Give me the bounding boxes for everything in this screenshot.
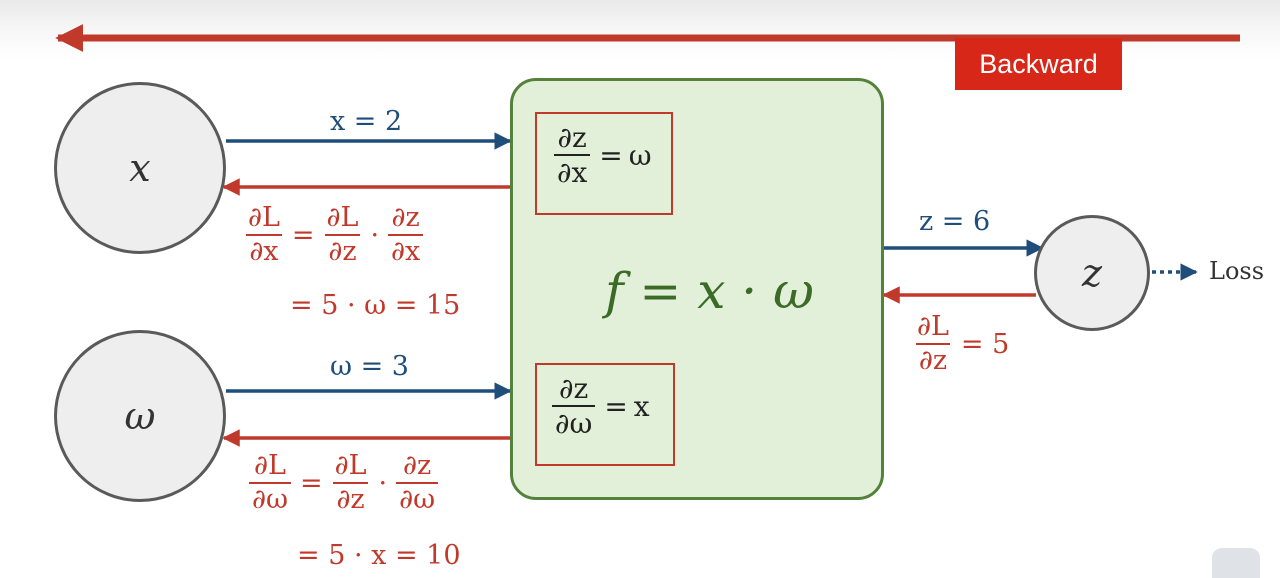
chain-rule-x: ∂L ∂x = ∂L ∂z · ∂z ∂x [242, 202, 426, 267]
forward-value-omega: ω = 3 [330, 351, 409, 382]
chain-omega-lhs-num: ∂L [254, 450, 286, 481]
chain-x-lhs-num: ∂L [248, 202, 280, 233]
node-omega-label: ω [124, 394, 156, 438]
function-label: f = x · ω [605, 262, 814, 320]
chain-x-f1-num: ∂L [326, 202, 359, 233]
local-gradient-omega: ∂z ∂ω = x [549, 374, 650, 439]
chain-x-dot: · [370, 219, 380, 251]
loss-label: Loss [1209, 257, 1265, 285]
upstream-gradient-z: ∂L ∂z = 5 [911, 311, 1015, 376]
node-x: x [54, 82, 226, 254]
chain-omega-lhs-den: ∂ω [249, 482, 291, 514]
local-gradient-x: ∂z ∂x = ω [551, 123, 652, 188]
corner-widget[interactable] [1212, 548, 1260, 578]
upstream-z-den: ∂z [915, 343, 951, 375]
chain-rule-omega-result: = 5 · x = 10 [297, 540, 461, 571]
chain-rule-omega: ∂L ∂ω = ∂L ∂z · ∂z ∂ω [246, 450, 441, 515]
backward-badge: Backward [955, 38, 1122, 90]
local-gradient-x-den: ∂x [554, 154, 591, 188]
local-gradient-omega-num: ∂z [559, 372, 589, 405]
forward-value-z: z = 6 [919, 206, 991, 237]
chain-omega-f2-den: ∂ω [396, 482, 439, 514]
node-z: z [1034, 215, 1150, 331]
local-gradient-omega-den: ∂ω [552, 405, 596, 439]
local-gradient-x-num: ∂z [557, 121, 587, 154]
chain-omega-f2-num: ∂z [403, 450, 432, 481]
forward-value-x: x = 2 [330, 106, 403, 137]
chain-rule-x-result: = 5 · ω = 15 [290, 290, 461, 321]
local-gradient-x-rhs: ω [628, 138, 652, 172]
chain-omega-f1-num: ∂L [334, 450, 367, 481]
node-omega: ω [54, 330, 226, 502]
node-x-label: x [129, 146, 151, 190]
local-gradient-box-omega [535, 363, 675, 466]
local-gradient-omega-rhs: x [633, 389, 650, 423]
chain-x-f2-num: ∂z [391, 202, 420, 233]
local-gradient-box-x [535, 112, 673, 215]
chain-x-f1-den: ∂z [325, 234, 360, 266]
upstream-z-num: ∂L [917, 311, 949, 342]
chain-omega-f1-den: ∂z [333, 482, 368, 514]
node-z-label: z [1081, 251, 1103, 295]
chain-x-f2-den: ∂x [388, 234, 424, 266]
upstream-z-rhs: = 5 [960, 328, 1010, 360]
chain-x-lhs-den: ∂x [246, 234, 282, 266]
chain-omega-dot: · [378, 467, 388, 499]
